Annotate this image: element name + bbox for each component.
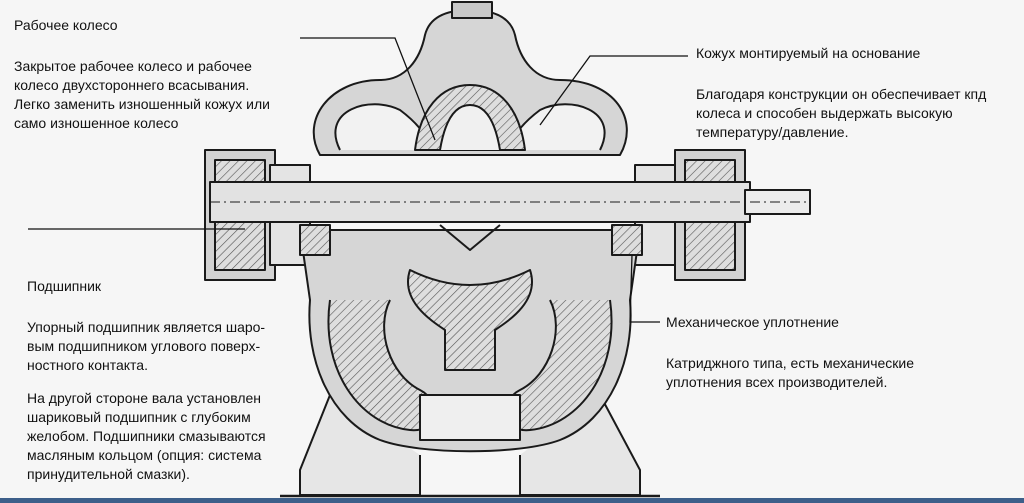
bearing-p2-line-4: масляным кольцом (опция: система [27, 447, 262, 463]
impeller-line-4: само изношенное колесо [14, 115, 179, 131]
bearing-paragraph-1: Упорный подшипник является шаро- вым под… [27, 318, 302, 375]
casing-line-1: Благодаря конструкции он обеспечивает кп… [696, 86, 987, 102]
leader-impeller [300, 37, 436, 141]
impeller-lower [407, 269, 533, 371]
seal-title: Механическое уплотнение [666, 314, 839, 330]
casing-line-2: колеса и способен выдержать высокую [696, 105, 953, 121]
mechanical-seal-left [299, 224, 331, 256]
callout-impeller: Рабочее колесо Закрытое рабочее колесо и… [14, 16, 314, 133]
bearing-p1-line-1: Упорный подшипник является шаро- [27, 319, 266, 335]
bearing-p1-line-2: вым подшипником углового поверх- [27, 338, 261, 354]
bearing-title: Подшипник [27, 278, 102, 294]
seal-line-1: Катриджного типа, есть механические [666, 355, 915, 371]
impeller-line-3: Легко заменить изношенный кожух или [14, 96, 270, 112]
impeller-title: Рабочее колесо [14, 17, 118, 33]
bearing-p2-line-2: шариковый подшипник с глубоким [27, 409, 251, 425]
casing-line-3: температуру/давление. [696, 124, 849, 140]
impeller-line-2: колесо двухстороннего всасывания. [14, 77, 250, 93]
callout-seal: Механическое уплотнение Катриджного типа… [666, 313, 986, 392]
seal-line-2: уплотнения всех производителей. [666, 374, 888, 390]
leader-seal [629, 254, 660, 323]
bearing-p2-line-3: желобом. Подшипники смазываются [27, 428, 266, 444]
bottom-band [0, 498, 1024, 503]
casing-title: Кожух монтируемый на основание [696, 45, 921, 61]
bearing-paragraph-2: На другой стороне вала установлен шарико… [27, 389, 302, 484]
bearing-p2-line-1: На другой стороне вала установлен [27, 390, 262, 406]
impeller-line-1: Закрытое рабочее колесо и рабочее [14, 58, 252, 74]
bearing-p1-line-3: ностного контакта. [27, 357, 148, 373]
mechanical-seal-right [611, 224, 643, 256]
callout-casing: Кожух монтируемый на основание Благодаря… [696, 44, 1024, 142]
leader-casing [539, 55, 688, 126]
callout-bearing: Подшипник Упорный подшипник является шар… [27, 277, 302, 498]
bearing-p2-line-5: принудительной смазки). [27, 466, 190, 482]
